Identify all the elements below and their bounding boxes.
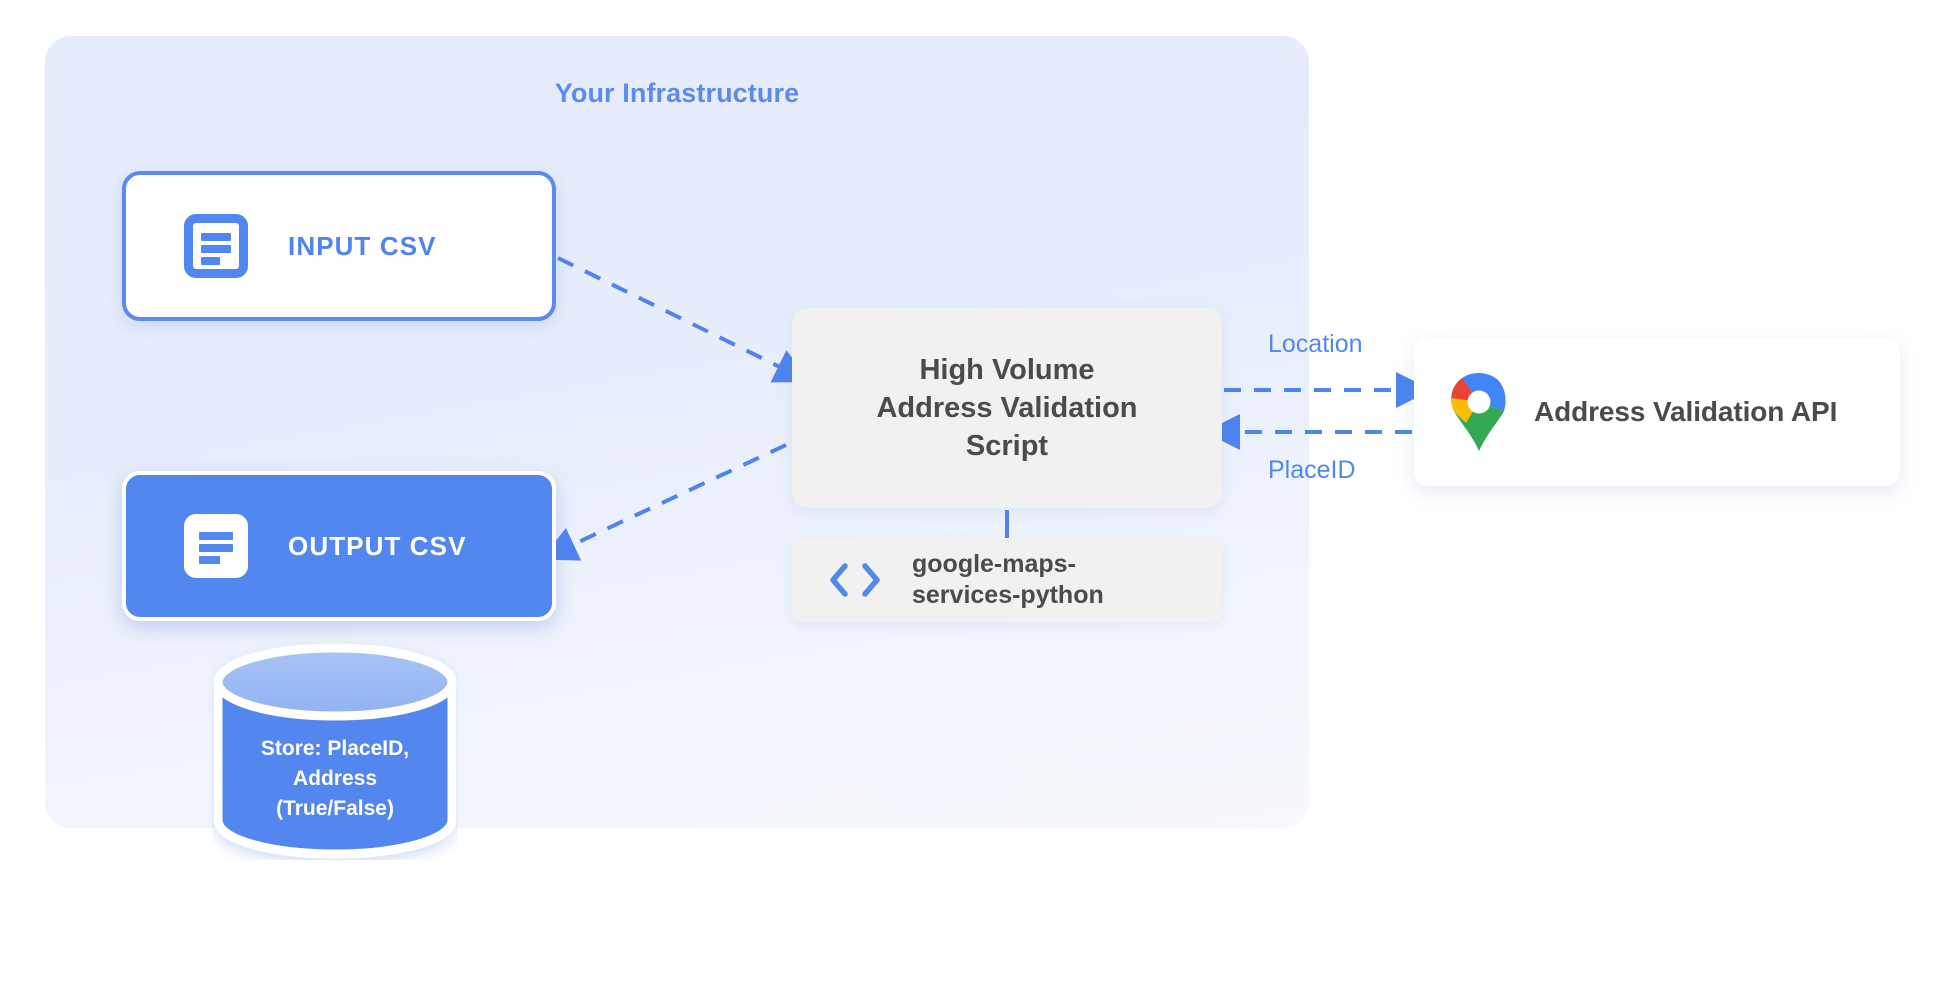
node-validation-script[interactable]: High Volume Address Validation Script xyxy=(792,308,1222,508)
csv-document-icon xyxy=(184,214,248,278)
output-csv-label: OUTPUT CSV xyxy=(288,530,467,561)
database-label-line-3: (True/False) xyxy=(276,796,394,820)
code-brackets-icon xyxy=(830,563,880,597)
infrastructure-panel-title: Your Infrastructure xyxy=(554,78,800,108)
script-title-line-1: High Volume xyxy=(919,353,1095,386)
node-input-csv[interactable]: INPUT CSV xyxy=(122,171,556,321)
library-label-line-1: google-maps- xyxy=(912,549,1076,578)
input-csv-label: INPUT CSV xyxy=(288,230,437,261)
library-label: google-maps- services-python xyxy=(912,549,1104,612)
node-address-validation-api[interactable]: Address Validation API xyxy=(1414,338,1900,486)
edge-label-location: Location xyxy=(1268,330,1363,358)
database-label-line-2: Address xyxy=(292,766,378,790)
edge-label-placeid: PlaceID xyxy=(1268,456,1356,484)
database-label-line-1: Store: PlaceID, xyxy=(260,737,410,760)
database-cylinder-icon xyxy=(213,643,457,859)
database-label: Store: PlaceID, Address (True/False) xyxy=(212,734,458,823)
node-database[interactable]: Store: PlaceID, Address (True/False) xyxy=(212,642,458,860)
google-maps-pin-icon xyxy=(1451,372,1506,451)
script-title-line-3: Script xyxy=(965,430,1049,463)
node-output-csv[interactable]: OUTPUT CSV xyxy=(122,471,556,621)
api-label: Address Validation API xyxy=(1534,396,1838,427)
script-title-line-2: Address Validation xyxy=(876,391,1138,424)
node-client-library[interactable]: google-maps- services-python xyxy=(792,538,1222,622)
csv-document-icon xyxy=(184,514,248,578)
library-label-line-2: services-python xyxy=(912,581,1104,609)
